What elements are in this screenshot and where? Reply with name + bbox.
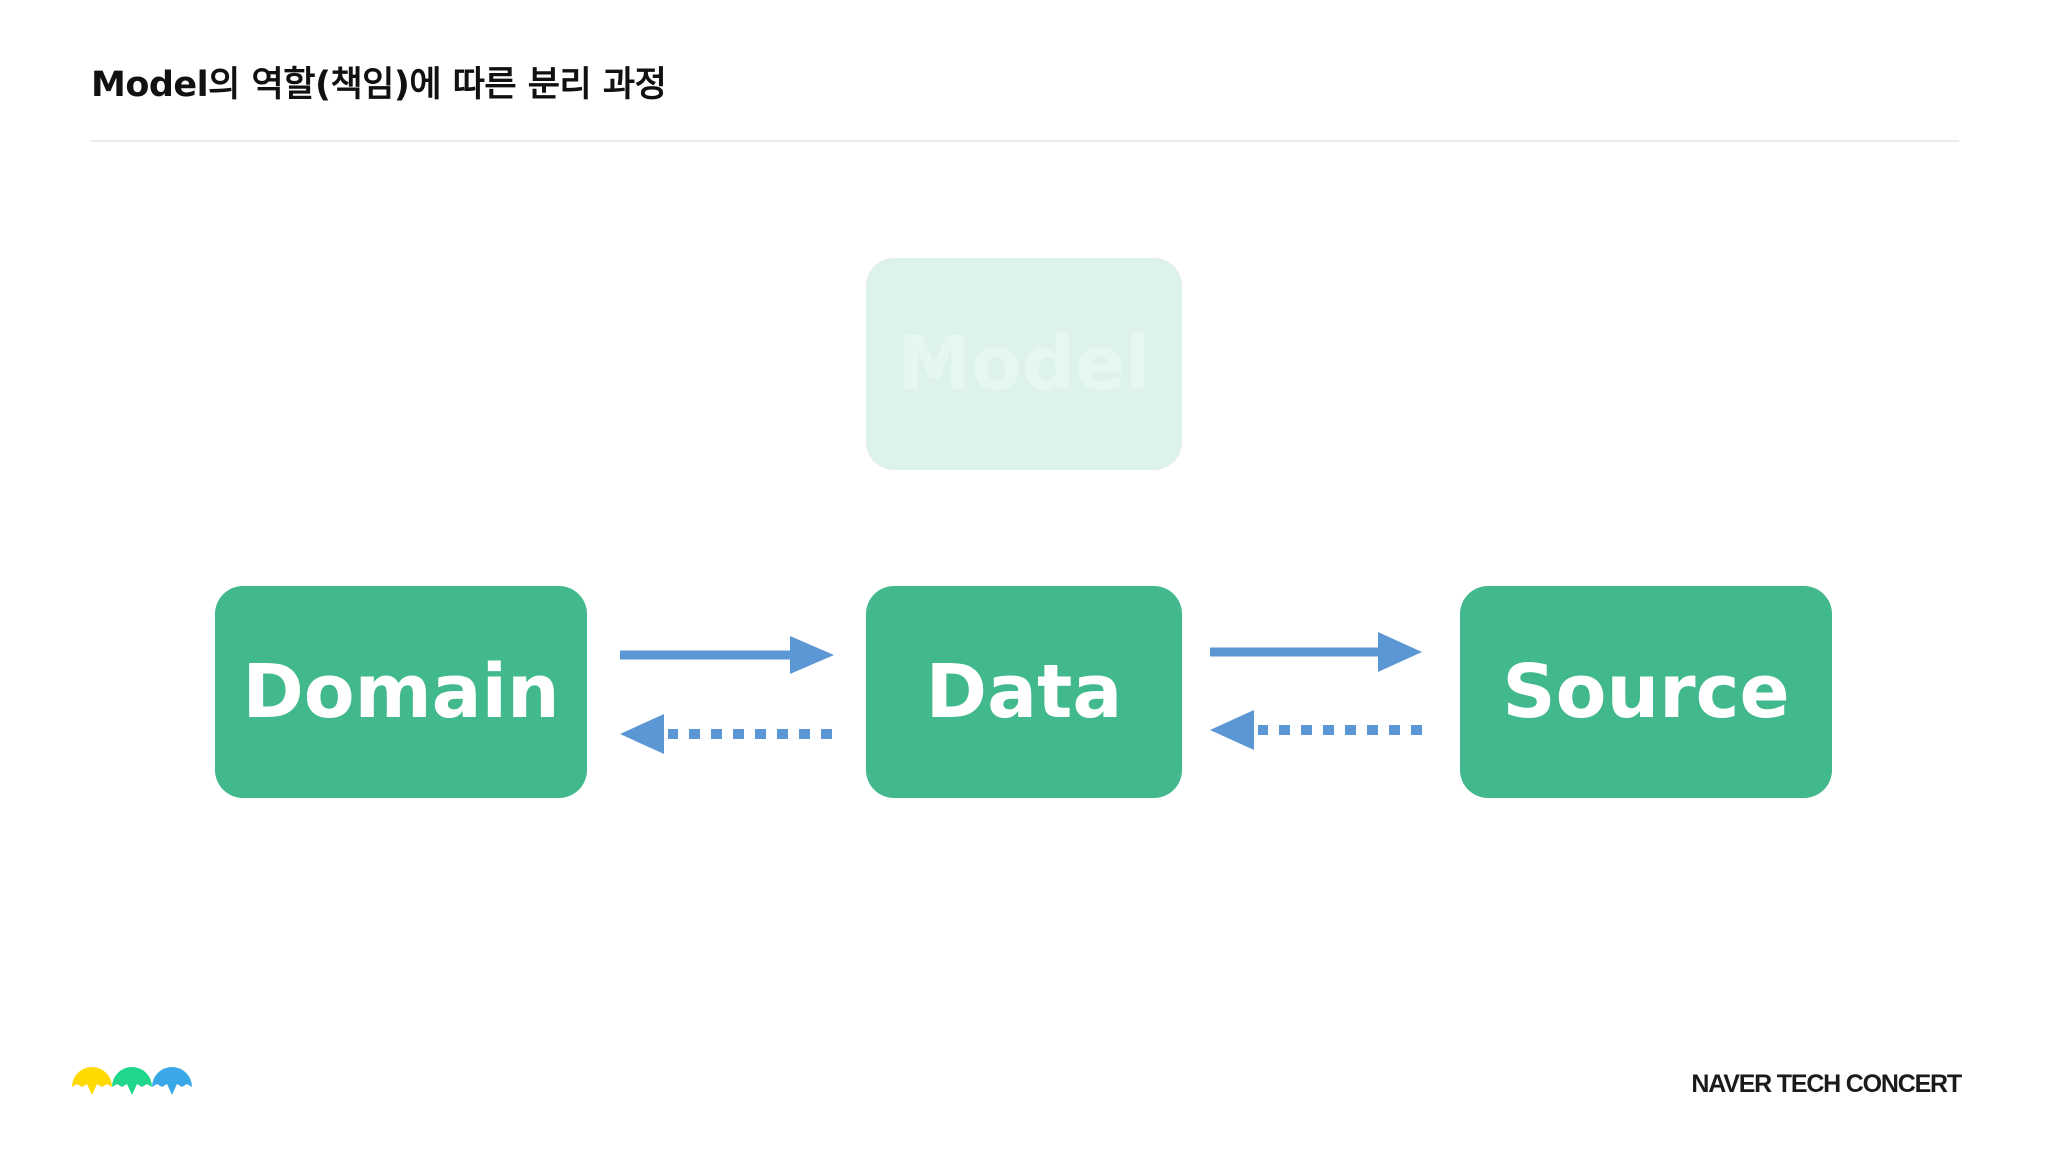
- slide-title: Model의 역할(책임)에 따른 분리 과정: [91, 65, 667, 105]
- arrow-domain-to-data: [620, 636, 834, 674]
- arrow-data-to-source: [1210, 632, 1422, 672]
- source-node: Source: [1460, 586, 1832, 798]
- domain-node: Domain: [215, 586, 587, 798]
- footer-brand: NAVER TECH CONCERT: [1691, 1070, 1962, 1098]
- arrow-data-to-domain: [620, 714, 832, 754]
- model-node: Model: [866, 258, 1182, 470]
- arrow-source-to-data: [1210, 710, 1422, 750]
- data-node: Data: [866, 586, 1182, 798]
- title-divider: [91, 140, 1959, 142]
- three-umbrella-logo-icon: [72, 1067, 192, 1095]
